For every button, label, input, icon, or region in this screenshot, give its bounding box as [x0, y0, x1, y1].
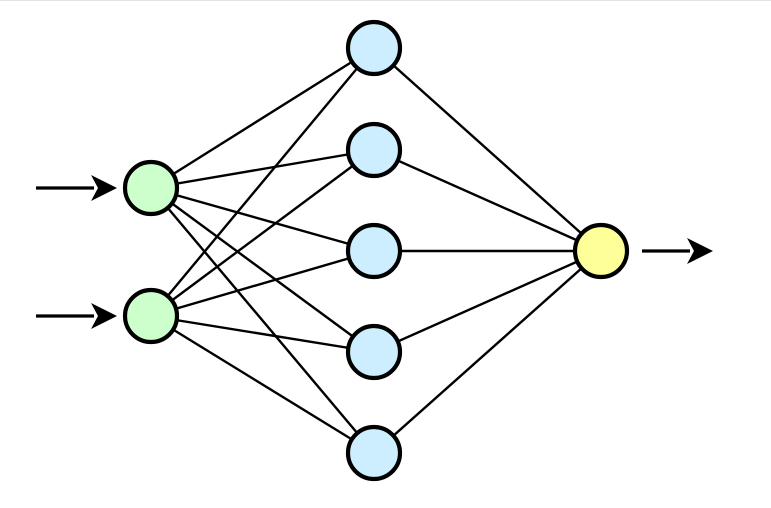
edge-i1-h2	[150, 148, 375, 190]
nodes-group	[122, 19, 630, 482]
input-arrow-2-head-icon	[91, 303, 117, 329]
node-o1[interactable]	[572, 222, 630, 280]
edge-i1-h1	[150, 46, 375, 190]
edge-i1-h3	[150, 186, 375, 253]
node-i2[interactable]	[122, 287, 180, 345]
output-arrow-head-icon	[687, 238, 713, 264]
edge-i2-h5	[150, 314, 375, 455]
edges-group	[150, 46, 602, 455]
edge-h2-o1	[373, 148, 602, 253]
edge-h5-o1	[373, 250, 602, 454]
input-arrow-1	[36, 175, 117, 201]
edge-i2-h1	[150, 47, 375, 317]
output-arrow	[642, 238, 713, 264]
io-arrows-group	[36, 175, 713, 329]
edge-i2-h4	[150, 314, 375, 354]
input-arrow-1-head-icon	[91, 175, 117, 201]
node-h1[interactable]	[345, 19, 403, 77]
node-i1[interactable]	[122, 159, 180, 217]
edge-h1-o1	[373, 47, 602, 252]
edge-i2-h3	[150, 249, 375, 318]
edge-h4-o1	[373, 249, 602, 354]
edge-i2-h2	[150, 149, 375, 317]
node-h3[interactable]	[345, 222, 403, 280]
node-h4[interactable]	[345, 323, 403, 381]
input-arrow-2	[36, 303, 117, 329]
node-h5[interactable]	[345, 424, 403, 482]
edge-i1-h4	[150, 187, 375, 353]
node-h2[interactable]	[345, 121, 403, 179]
top-divider	[0, 0, 771, 1]
edge-i1-h5	[150, 187, 375, 454]
